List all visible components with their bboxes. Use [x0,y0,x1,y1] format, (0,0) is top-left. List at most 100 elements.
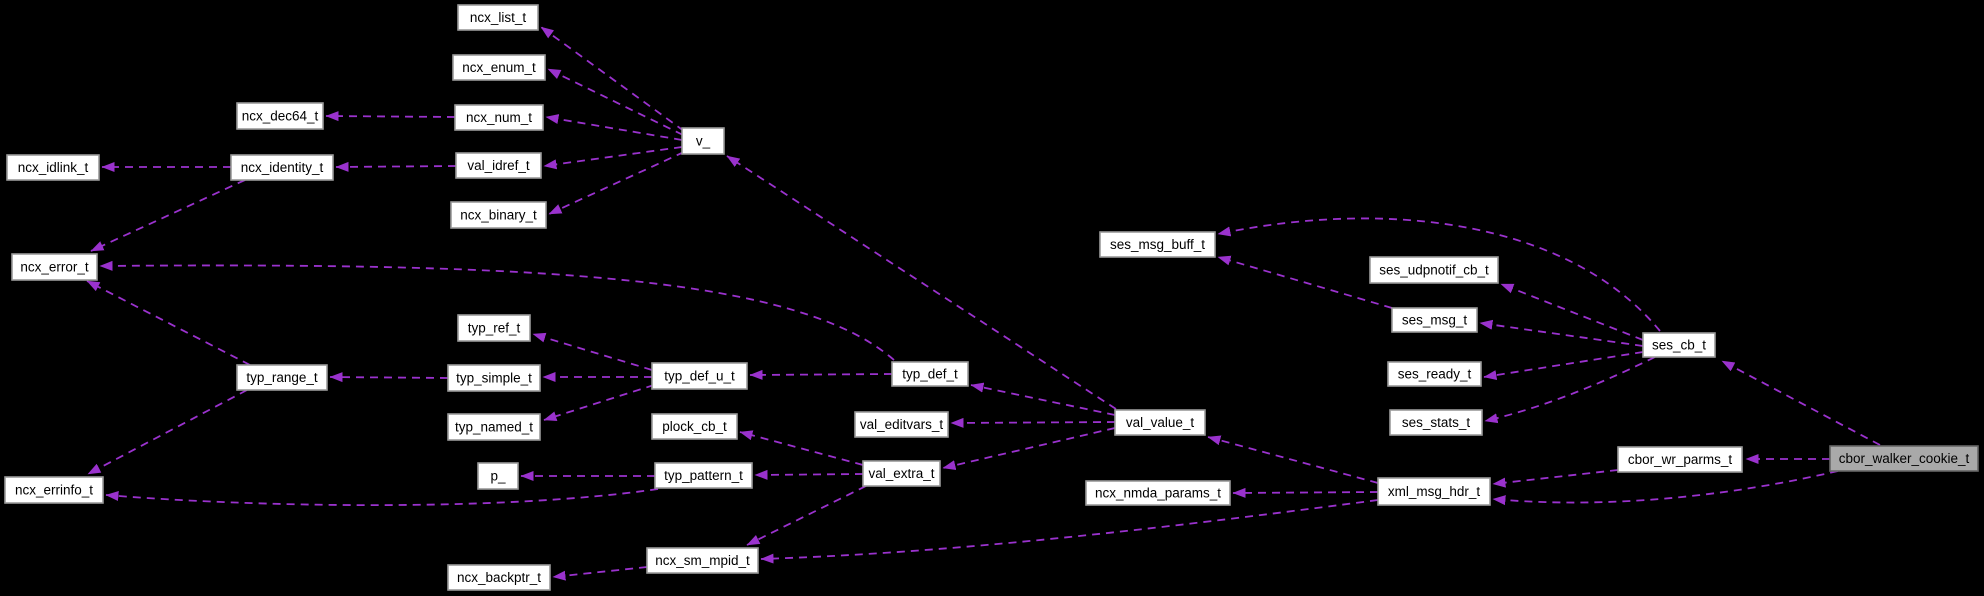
edge-xml_msg_hdr_t-to-ncx_sm_mpid_t [760,499,1379,564]
node-box-ncx_num_t[interactable] [454,104,544,131]
node-ncx_list_t[interactable]: ncx_list_t [457,4,539,31]
node-box-cbor_wr_parms_t[interactable] [1617,446,1743,473]
node-typ_pattern_t[interactable]: typ_pattern_t [654,462,753,489]
node-box-plock_cb_t[interactable] [651,413,738,440]
node-typ_named_t[interactable]: typ_named_t [447,413,541,441]
edge-ncx_identity_t-to-ncx_error_t [90,179,246,252]
node-label-typ_simple_t: typ_simple_t [456,371,532,386]
node-label-typ_def_u_t: typ_def_u_t [664,369,735,384]
node-ncx_enum_t[interactable]: ncx_enum_t [452,54,546,81]
node-ncx_errinfo_t[interactable]: ncx_errinfo_t [4,476,104,504]
node-label-ses_ready_t: ses_ready_t [1398,367,1472,382]
node-ses_msg_buff_t[interactable]: ses_msg_buff_t [1099,231,1216,258]
node-typ_def_t[interactable]: typ_def_t [891,361,969,387]
edge-ses_cb_t-to-ses_udpnotif_cb_t [1500,283,1644,341]
edge-v_-to-ncx_binary_t [548,151,685,215]
node-ncx_identity_t[interactable]: ncx_identity_t [230,154,334,181]
node-label-cbor_walker_cookie_t: cbor_walker_cookie_t [1839,451,1970,466]
node-box-typ_ref_t[interactable] [457,314,531,342]
node-box-ncx_list_t[interactable] [457,4,539,31]
node-val_idref_t[interactable]: val_idref_t [455,152,542,179]
node-box-ses_udpnotif_cb_t[interactable] [1369,256,1499,284]
node-box-val_idref_t[interactable] [455,152,542,179]
node-label-val_extra_t: val_extra_t [868,466,934,481]
node-v_[interactable]: v_ [681,127,725,155]
node-box-ncx_idlink_t[interactable] [6,154,100,181]
node-ses_msg_t[interactable]: ses_msg_t [1391,307,1478,333]
node-box-ses_cb_t[interactable] [1642,332,1716,358]
edge-ses_msg_t-to-ses_msg_buff_t [1217,255,1393,309]
node-typ_ref_t[interactable]: typ_ref_t [457,314,531,342]
node-ncx_backptr_t[interactable]: ncx_backptr_t [447,564,551,591]
node-box-ses_msg_t[interactable] [1391,307,1478,333]
node-box-p_[interactable] [477,462,519,490]
node-val_extra_t[interactable]: val_extra_t [862,460,941,487]
node-cbor_walker_cookie_t[interactable]: cbor_walker_cookie_t [1829,445,1979,472]
node-box-typ_simple_t[interactable] [447,364,541,392]
node-box-ses_msg_buff_t[interactable] [1099,231,1216,258]
node-ncx_nmda_params_t[interactable]: ncx_nmda_params_t [1085,480,1231,506]
node-ncx_binary_t[interactable]: ncx_binary_t [450,201,547,229]
node-box-typ_def_u_t[interactable] [651,362,748,390]
edge-ncx_sm_mpid_t-to-ncx_backptr_t [552,566,648,581]
node-box-ncx_enum_t[interactable] [452,54,546,81]
edge-typ_range_t-to-ncx_error_t [86,280,251,366]
node-box-ses_ready_t[interactable] [1387,361,1482,387]
node-label-ncx_list_t: ncx_list_t [470,10,527,25]
edge-val_extra_t-to-typ_pattern_t [754,469,864,480]
node-label-xml_msg_hdr_t: xml_msg_hdr_t [1388,484,1481,499]
node-box-ncx_identity_t[interactable] [230,154,334,181]
node-p_[interactable]: p_ [477,462,519,490]
node-val_value_t[interactable]: val_value_t [1114,409,1206,436]
edge-ses_cb_t-to-ses_stats_t [1484,356,1656,424]
node-box-ncx_binary_t[interactable] [450,201,547,229]
edge-cbor_walker_cookie_t-to-ses_cb_t [1721,360,1881,446]
edge-typ_def_t-to-ncx_error_t [99,260,895,361]
node-box-val_value_t[interactable] [1114,409,1206,436]
node-cbor_wr_parms_t[interactable]: cbor_wr_parms_t [1617,446,1743,473]
node-typ_range_t[interactable]: typ_range_t [236,364,328,391]
node-ncx_sm_mpid_t[interactable]: ncx_sm_mpid_t [646,547,759,574]
node-label-typ_range_t: typ_range_t [246,370,318,385]
node-label-ncx_idlink_t: ncx_idlink_t [18,160,89,175]
edge-typ_def_u_t-to-typ_ref_t [532,332,653,371]
node-ses_udpnotif_cb_t[interactable]: ses_udpnotif_cb_t [1369,256,1499,284]
node-box-typ_range_t[interactable] [236,364,328,391]
node-label-val_idref_t: val_idref_t [467,158,530,173]
node-box-v_[interactable] [681,127,725,155]
node-typ_def_u_t[interactable]: typ_def_u_t [651,362,748,390]
node-ncx_error_t[interactable]: ncx_error_t [11,253,98,281]
edge-typ_pattern_t-to-ncx_errinfo_t [105,488,659,507]
edge-v_-to-ncx_enum_t [547,68,684,136]
node-val_editvars_t[interactable]: val_editvars_t [854,411,949,438]
node-box-ncx_errinfo_t[interactable] [4,476,104,504]
node-box-val_extra_t[interactable] [862,460,941,487]
node-ses_cb_t[interactable]: ses_cb_t [1642,332,1716,358]
node-box-ncx_dec64_t[interactable] [236,102,324,130]
node-box-ncx_error_t[interactable] [11,253,98,281]
edge-val_value_t-to-val_extra_t [942,427,1116,471]
node-label-ses_cb_t: ses_cb_t [1652,338,1706,353]
node-typ_simple_t[interactable]: typ_simple_t [447,364,541,392]
node-box-val_editvars_t[interactable] [854,411,949,438]
node-box-typ_pattern_t[interactable] [654,462,753,489]
node-label-ncx_identity_t: ncx_identity_t [241,160,324,175]
edge-v_-to-val_idref_t [543,146,683,170]
node-box-typ_def_t[interactable] [891,361,969,387]
node-box-ncx_sm_mpid_t[interactable] [646,547,759,574]
node-ncx_num_t[interactable]: ncx_num_t [454,104,544,131]
node-box-cbor_walker_cookie_t[interactable] [1829,445,1979,472]
node-ncx_idlink_t[interactable]: ncx_idlink_t [6,154,100,181]
node-box-ncx_backptr_t[interactable] [447,564,551,591]
node-xml_msg_hdr_t[interactable]: xml_msg_hdr_t [1377,477,1491,506]
node-box-xml_msg_hdr_t[interactable] [1377,477,1491,506]
node-ses_stats_t[interactable]: ses_stats_t [1389,409,1483,436]
node-box-ncx_nmda_params_t[interactable] [1085,480,1231,506]
node-plock_cb_t[interactable]: plock_cb_t [651,413,738,440]
node-label-ncx_binary_t: ncx_binary_t [460,208,537,223]
node-ses_ready_t[interactable]: ses_ready_t [1387,361,1482,387]
node-box-typ_named_t[interactable] [447,413,541,441]
node-ncx_dec64_t[interactable]: ncx_dec64_t [236,102,324,130]
node-box-ses_stats_t[interactable] [1389,409,1483,436]
